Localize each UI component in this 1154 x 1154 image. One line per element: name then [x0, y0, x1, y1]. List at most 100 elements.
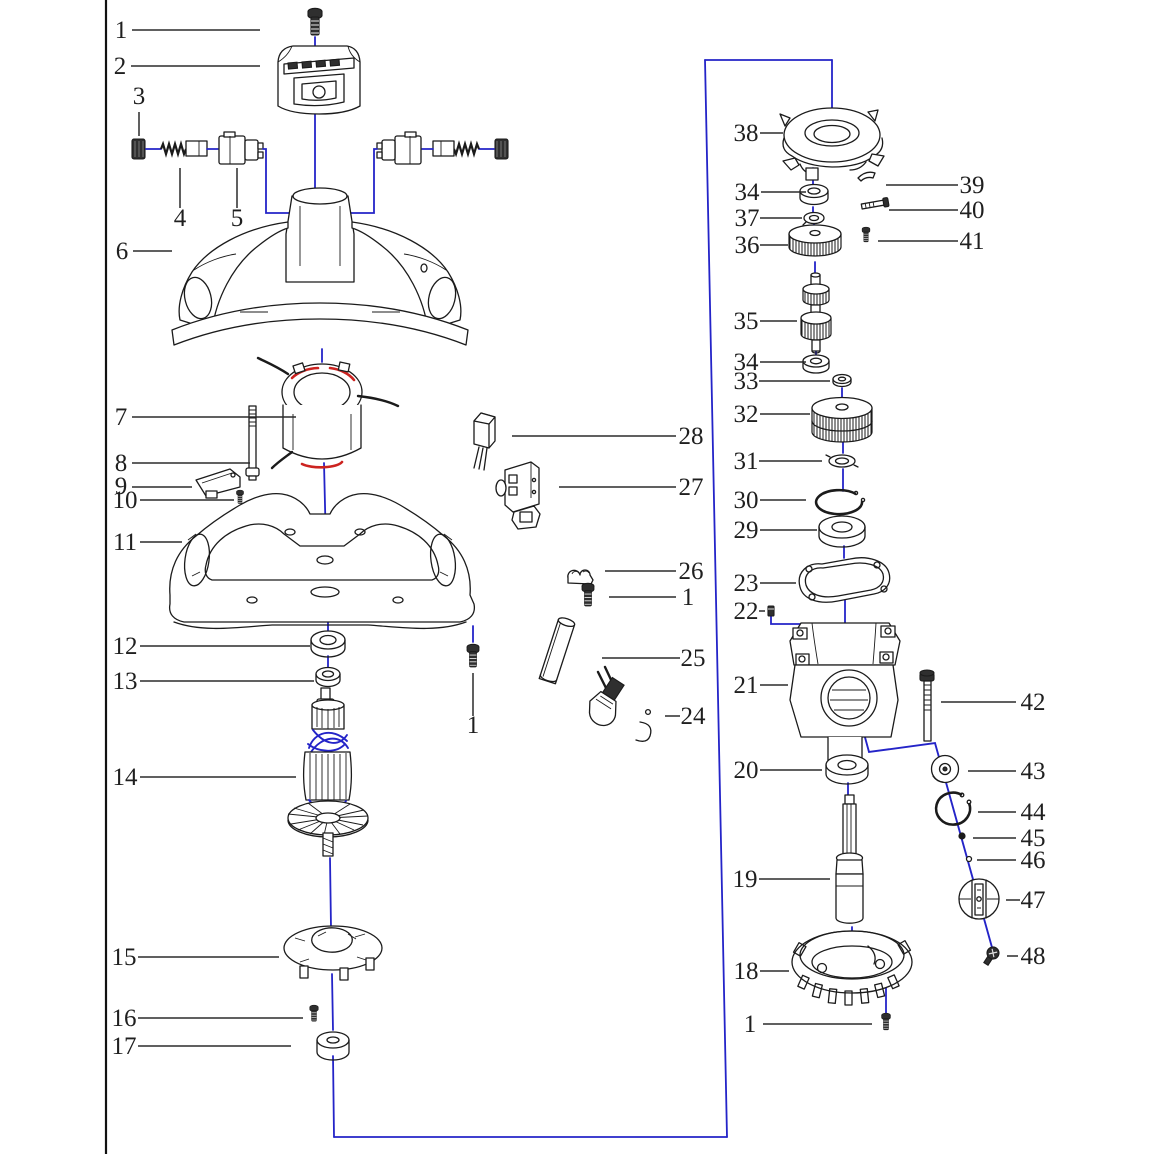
part-1-screw-mid — [466, 643, 480, 668]
part-30-circlip — [814, 488, 866, 516]
callout-1-mid: 1 — [467, 712, 480, 739]
part-45-ball — [958, 832, 966, 840]
part-38-bearing-cover — [779, 107, 885, 181]
callout-23: 23 — [734, 570, 759, 597]
part-48-screw — [983, 946, 1000, 967]
callout-39: 39 — [960, 172, 985, 199]
callout-27: 27 — [679, 474, 704, 501]
part-47-adjust-knob — [958, 878, 1000, 920]
part-14-armature — [287, 687, 369, 857]
callout-8: 8 — [115, 450, 128, 477]
callout-19: 19 — [733, 866, 758, 893]
part-19-spindle — [835, 794, 864, 924]
callout-34b: 34 — [734, 349, 760, 376]
callout-48: 48 — [1021, 943, 1046, 970]
part-8-long-bolt — [245, 405, 260, 481]
part-28-capacitor — [473, 412, 496, 471]
callout-32: 32 — [734, 401, 759, 428]
callout-28: 28 — [679, 423, 704, 450]
part-41-screw — [861, 226, 871, 243]
part-18-ring-gear — [791, 930, 913, 1006]
part-31-washer — [825, 454, 859, 468]
part-29-bearing — [818, 515, 866, 548]
callout-14: 14 — [113, 764, 139, 791]
callout-16: 16 — [112, 1005, 137, 1032]
part-39-key — [857, 171, 876, 182]
callout-47: 47 — [1021, 887, 1046, 914]
part-22-pin — [767, 605, 775, 617]
part-1-screw — [307, 7, 323, 36]
part-35-gear-shaft — [800, 272, 832, 354]
callout-34a: 34 — [735, 179, 761, 206]
brush-assembly-left — [130, 130, 294, 215]
callout-11: 11 — [113, 529, 137, 556]
part-36-gear — [788, 224, 842, 257]
callout-44: 44 — [1021, 799, 1047, 826]
callout-43: 43 — [1021, 758, 1046, 785]
part-21-gear-housing — [789, 622, 901, 772]
part-12-bearing — [310, 630, 346, 658]
part-2-motor-cap — [277, 45, 361, 115]
callout-7: 7 — [115, 404, 128, 431]
callout-18: 18 — [734, 958, 759, 985]
part-1-screw-center — [581, 582, 595, 607]
part-20-washer — [825, 754, 869, 785]
callout-20: 20 — [734, 757, 759, 784]
part-26-cord-clamp — [567, 569, 594, 585]
callout-35: 35 — [734, 308, 759, 335]
callout-46: 46 — [1021, 847, 1046, 874]
brush-assembly-right — [346, 130, 510, 215]
leader-lines — [131, 29, 1020, 1047]
part-46-ball — [965, 855, 973, 863]
callout-45: 45 — [1021, 825, 1046, 852]
callout-26: 26 — [679, 558, 704, 585]
callout-5: 5 — [231, 205, 244, 232]
callout-2: 2 — [114, 53, 127, 80]
part-15-baffle-plate — [283, 925, 383, 981]
part-34-bearing-lower — [802, 354, 830, 374]
callout-33: 33 — [734, 368, 759, 395]
callout-37: 37 — [735, 205, 760, 232]
callout-3: 3 — [133, 83, 146, 110]
callout-labels: 1 2 3 4 5 6 7 8 9 10 11 12 13 1 14 15 16… — [112, 17, 1047, 1060]
callout-13: 13 — [113, 668, 138, 695]
callout-40: 40 — [960, 197, 985, 224]
part-13-bearing — [315, 666, 341, 688]
part-23-gasket — [798, 557, 891, 603]
part-37-retainer-ring — [802, 211, 825, 226]
callout-41: 41 — [960, 228, 985, 255]
part-27-switch — [495, 461, 541, 530]
part-16-screw — [309, 1004, 319, 1022]
callout-31: 31 — [734, 448, 759, 475]
callout-38: 38 — [734, 120, 759, 147]
callout-1-bot: 1 — [744, 1011, 757, 1038]
part-17-spacer — [316, 1031, 350, 1061]
callout-24: 24 — [681, 703, 707, 730]
part-9-clamp-lever — [195, 468, 241, 499]
part-44-snap-ring — [934, 791, 972, 826]
callout-21: 21 — [734, 672, 759, 699]
callout-9: 9 — [115, 473, 128, 500]
callout-6: 6 — [116, 238, 129, 265]
callout-12: 12 — [113, 633, 138, 660]
callout-36: 36 — [735, 232, 760, 259]
part-34-bearing-upper — [799, 183, 829, 206]
part-42-bolt — [919, 669, 935, 742]
callout-4: 4 — [174, 205, 187, 232]
callout-42: 42 — [1021, 689, 1046, 716]
part-10-screw — [236, 489, 244, 504]
callout-1-ctr: 1 — [682, 584, 695, 611]
part-32-large-gear — [811, 396, 873, 443]
part-1-screw-bottom — [881, 1012, 891, 1031]
callout-10: 10 — [113, 487, 138, 514]
callout-22: 22 — [734, 598, 759, 625]
part-24-power-plug — [588, 665, 652, 742]
callout-15: 15 — [112, 944, 137, 971]
callout-29: 29 — [734, 517, 759, 544]
part-40-pin — [860, 197, 890, 210]
part-7-stator — [256, 356, 400, 470]
part-25-cord-sleeve — [538, 617, 576, 685]
part-33-nut — [832, 373, 852, 388]
